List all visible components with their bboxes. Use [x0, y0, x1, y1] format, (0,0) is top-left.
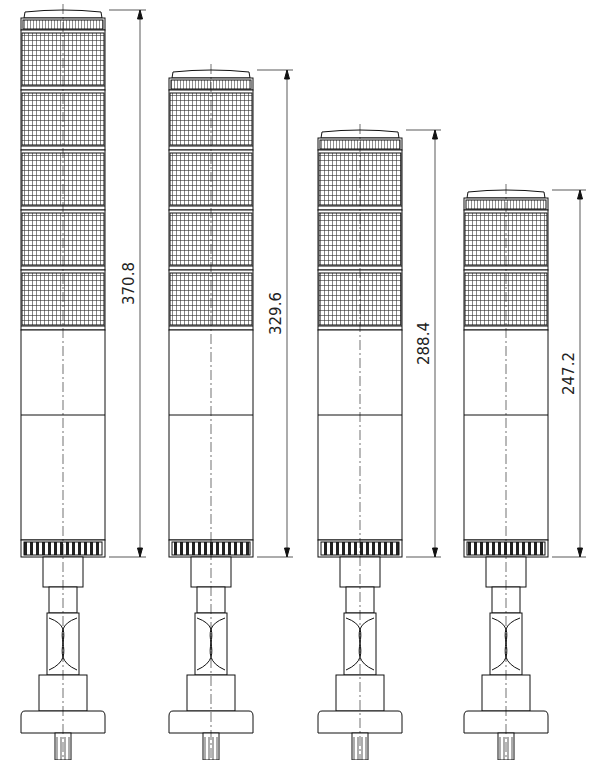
tower-stroke — [205, 737, 206, 760]
tower-stroke — [504, 737, 505, 760]
dim-arrow — [138, 10, 143, 19]
dim-arrow — [138, 548, 143, 557]
extension-line — [552, 557, 586, 558]
dimension-line — [580, 190, 581, 557]
extension-line — [406, 130, 441, 131]
dimension-label: 370.8 — [121, 262, 136, 305]
tower-stroke — [213, 737, 214, 760]
dim-arrow — [433, 130, 438, 139]
dim-arrow — [578, 190, 583, 199]
tower-stroke — [69, 737, 70, 760]
tower-stroke — [61, 737, 62, 760]
tower-stroke — [21, 326, 105, 327]
tower-stroke — [65, 737, 66, 760]
dimension-label: 288.4 — [416, 322, 431, 365]
center-line — [506, 184, 507, 760]
tower-stroke — [209, 737, 210, 760]
tower-stroke — [217, 737, 218, 760]
tower-stroke — [366, 737, 367, 760]
twist — [346, 618, 374, 670]
dim-arrow — [433, 548, 438, 557]
dim-arrow — [285, 548, 290, 557]
center-line — [360, 124, 361, 760]
tower-stroke — [464, 326, 548, 327]
tower-stroke — [358, 737, 359, 760]
dimension-label: 329.6 — [268, 292, 283, 335]
tower-stroke — [362, 737, 363, 760]
center-line — [211, 64, 212, 760]
tower-stroke — [508, 737, 509, 760]
tower-stroke — [354, 737, 355, 760]
tower-stroke — [169, 206, 253, 207]
dim-arrow — [285, 70, 290, 79]
extension-line — [552, 190, 586, 191]
tower-stroke — [318, 266, 402, 267]
dimension-line — [435, 130, 436, 557]
tower-stroke — [57, 737, 58, 760]
dimension-label: 247.2 — [561, 352, 576, 395]
extension-line — [406, 557, 441, 558]
dim-arrow — [578, 548, 583, 557]
tower-stroke — [512, 737, 513, 760]
dimension-line — [287, 70, 288, 557]
twist — [346, 618, 374, 670]
dimension-line — [140, 10, 141, 557]
tower-stroke — [500, 737, 501, 760]
center-line — [63, 4, 64, 760]
tower-stroke — [21, 146, 105, 147]
